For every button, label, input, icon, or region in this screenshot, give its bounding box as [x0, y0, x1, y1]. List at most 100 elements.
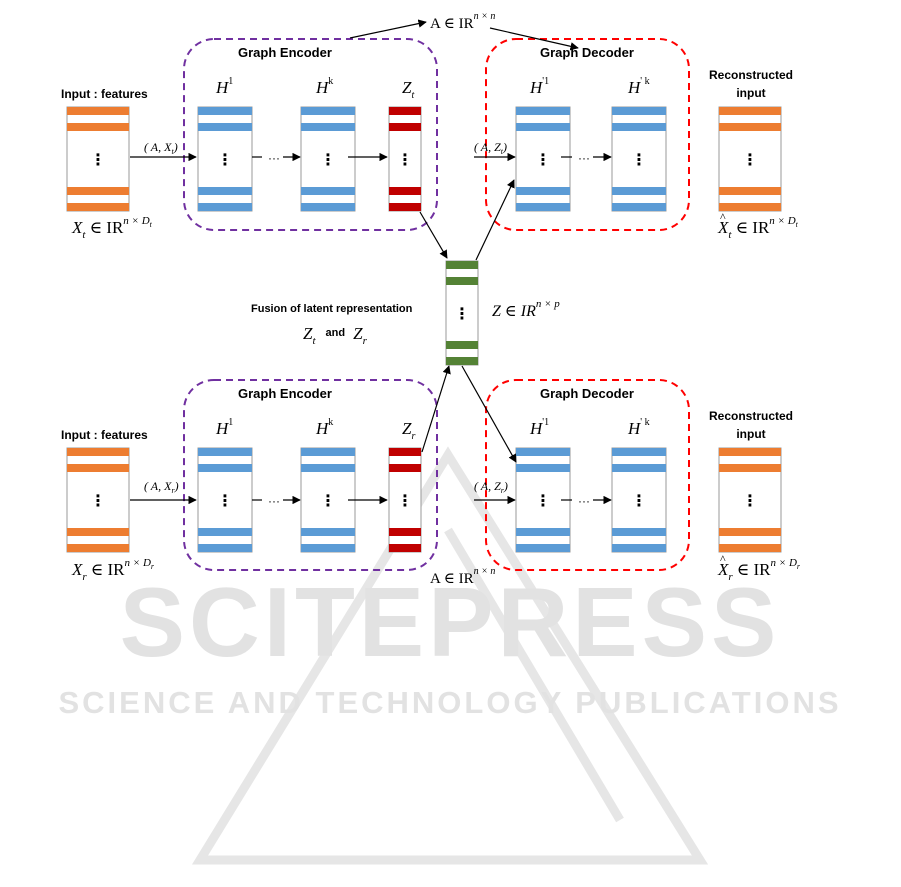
top-hk-label: Hk — [315, 76, 333, 97]
top-hk-matrix-row-1 — [301, 107, 355, 115]
top-dh1-matrix-dots: ⋮ — [535, 150, 551, 169]
bottom-hk-matrix-row-3 — [301, 528, 355, 536]
bottom-dh1-matrix-row-2 — [516, 464, 570, 472]
bottom-recon-matrix-row-4 — [719, 544, 781, 552]
bottom-recon-hat: ^ — [720, 552, 726, 566]
top-h1-matrix-row-1 — [198, 107, 252, 115]
top-dhk-matrix-row-2 — [612, 123, 666, 131]
bottom-dh1-matrix-row-4 — [516, 544, 570, 552]
bottom-h1-matrix-row-2 — [198, 464, 252, 472]
bottom-recon-title-2: input — [736, 427, 765, 441]
top-zt-matrix-dots: ⋮ — [397, 150, 413, 169]
top-dh1-matrix-row-3 — [516, 187, 570, 195]
top-recon-matrix-dots: ⋮ — [742, 150, 758, 169]
fusion-title: Fusion of latent representation — [251, 303, 413, 315]
bottom-recon-matrix-dots: ⋮ — [742, 491, 758, 510]
top-h1-matrix-row-3 — [198, 187, 252, 195]
bottom-h1-matrix: ⋮ — [197, 447, 253, 553]
arrow-adj-to-decoder — [489, 27, 579, 51]
bottom-hk-label: Hk — [315, 417, 333, 438]
top-h1-matrix-row-2 — [198, 123, 252, 131]
top-dh1-label: H'1 — [529, 76, 549, 97]
top-recon-matrix-row-1 — [719, 107, 781, 115]
top-dh1-matrix-row-4 — [516, 203, 570, 211]
bottom-decoder-edge-label: ( A, Zr) — [474, 479, 508, 495]
bottom-recon-title-1: Reconstructed — [709, 409, 793, 423]
bottom-dhk-matrix: ⋮ — [611, 447, 667, 553]
bottom-input-matrix-row-2 — [67, 464, 129, 472]
bottom-zr-matrix-row-4 — [389, 544, 421, 552]
top-recon-matrix-row-3 — [719, 187, 781, 195]
top-input-matrix-dots: ⋮ — [90, 150, 106, 169]
top-h1-matrix: ⋮ — [197, 106, 253, 212]
top-hk-matrix-row-4 — [301, 203, 355, 211]
top-recon-hat: ^ — [720, 210, 726, 224]
top-decoder-edge-label: ( A, Zt) — [474, 140, 507, 156]
bottom-encoder-title: Graph Encoder — [238, 386, 332, 401]
top-dhk-matrix-dots: ⋮ — [631, 150, 647, 169]
top-zt-matrix-row-3 — [389, 187, 421, 195]
top-hk-matrix-row-3 — [301, 187, 355, 195]
bottom-h1-matrix-row-1 — [198, 448, 252, 456]
top-recon-caption: Xt∈ IRn × Dt — [717, 215, 799, 241]
bottom-hk-matrix-row-2 — [301, 464, 355, 472]
top-input-matrix-row-3 — [67, 187, 129, 195]
top-h1-matrix-row-4 — [198, 203, 252, 211]
bottom-recon-matrix-row-3 — [719, 528, 781, 536]
top-adjacency-label: A ∈ IRn × n — [430, 11, 495, 32]
bottom-dh1-matrix-row-1 — [516, 448, 570, 456]
bottom-h1-matrix-row-3 — [198, 528, 252, 536]
bottom-dh1-matrix-row-3 — [516, 528, 570, 536]
top-zt-label: Zt — [402, 78, 414, 101]
arrow-adj-to-encoder — [349, 19, 427, 39]
watermark-subtitle: SCIENCE AND TECHNOLOGY PUBLICATIONS — [58, 685, 841, 720]
bottom-dhk-matrix-row-4 — [612, 544, 666, 552]
bottom-decoder-box — [485, 379, 690, 571]
top-encoder-box — [183, 38, 438, 231]
bottom-input-caption: Xr∈ IRn × Dr — [71, 557, 155, 583]
bottom-recon-matrix-row-1 — [719, 448, 781, 456]
bottom-dhk-matrix-row-1 — [612, 448, 666, 456]
fusion-z-matrix: ⋮ — [445, 260, 479, 366]
top-dh1-matrix: ⋮ — [515, 106, 571, 212]
bottom-zr-matrix: ⋮ — [388, 447, 422, 553]
bottom-edge-label: ( A, Xr) — [144, 479, 179, 495]
top-decoder-title: Graph Decoder — [540, 45, 634, 60]
bottom-h1-matrix-dots: ⋮ — [217, 491, 233, 510]
top-h1-matrix-dots: ⋮ — [217, 150, 233, 169]
top-zt-matrix: ⋮ — [388, 106, 422, 212]
bottom-recon-matrix: ⋮ — [718, 447, 782, 553]
top-dh1-matrix-row-2 — [516, 123, 570, 131]
bottom-decoder-ellipsis: ··· — [578, 494, 590, 508]
bottom-input-matrix-row-3 — [67, 528, 129, 536]
top-dhk-matrix-row-1 — [612, 107, 666, 115]
top-zt-matrix-row-1 — [389, 107, 421, 115]
arrow-zr-to-z — [421, 365, 451, 453]
top-zt-matrix-row-4 — [389, 203, 421, 211]
bottom-decoder-title: Graph Decoder — [540, 386, 634, 401]
bottom-ellipsis: ··· — [268, 494, 280, 508]
top-recon-matrix-row-2 — [719, 123, 781, 131]
bottom-zr-matrix-dots: ⋮ — [397, 491, 413, 510]
fusion-z-matrix-row-3 — [446, 341, 478, 349]
bottom-dh1-label: H'1 — [529, 417, 549, 438]
bottom-hk-matrix-row-4 — [301, 544, 355, 552]
bottom-dhk-matrix-row-2 — [612, 464, 666, 472]
bottom-adjacency-label: A ∈ IRn × n — [430, 566, 495, 587]
top-hk-matrix-row-2 — [301, 123, 355, 131]
top-recon-title-2: input — [736, 86, 765, 100]
bottom-zr-matrix-row-1 — [389, 448, 421, 456]
bottom-encoder-box — [183, 379, 438, 571]
bottom-hk-matrix-dots: ⋮ — [320, 491, 336, 510]
watermark: SCITEPRESS SCIENCE AND TECHNOLOGY PUBLIC… — [58, 446, 841, 865]
fusion-z-matrix-row-1 — [446, 261, 478, 269]
top-input-matrix-row-4 — [67, 203, 129, 211]
top-hk-matrix-dots: ⋮ — [320, 150, 336, 169]
bottom-zr-matrix-row-2 — [389, 464, 421, 472]
top-recon-title-1: Reconstructed — [709, 68, 793, 82]
arrow-zt-to-z — [419, 211, 448, 259]
top-dhk-matrix: ⋮ — [611, 106, 667, 212]
fusion-z-matrix-row-2 — [446, 277, 478, 285]
